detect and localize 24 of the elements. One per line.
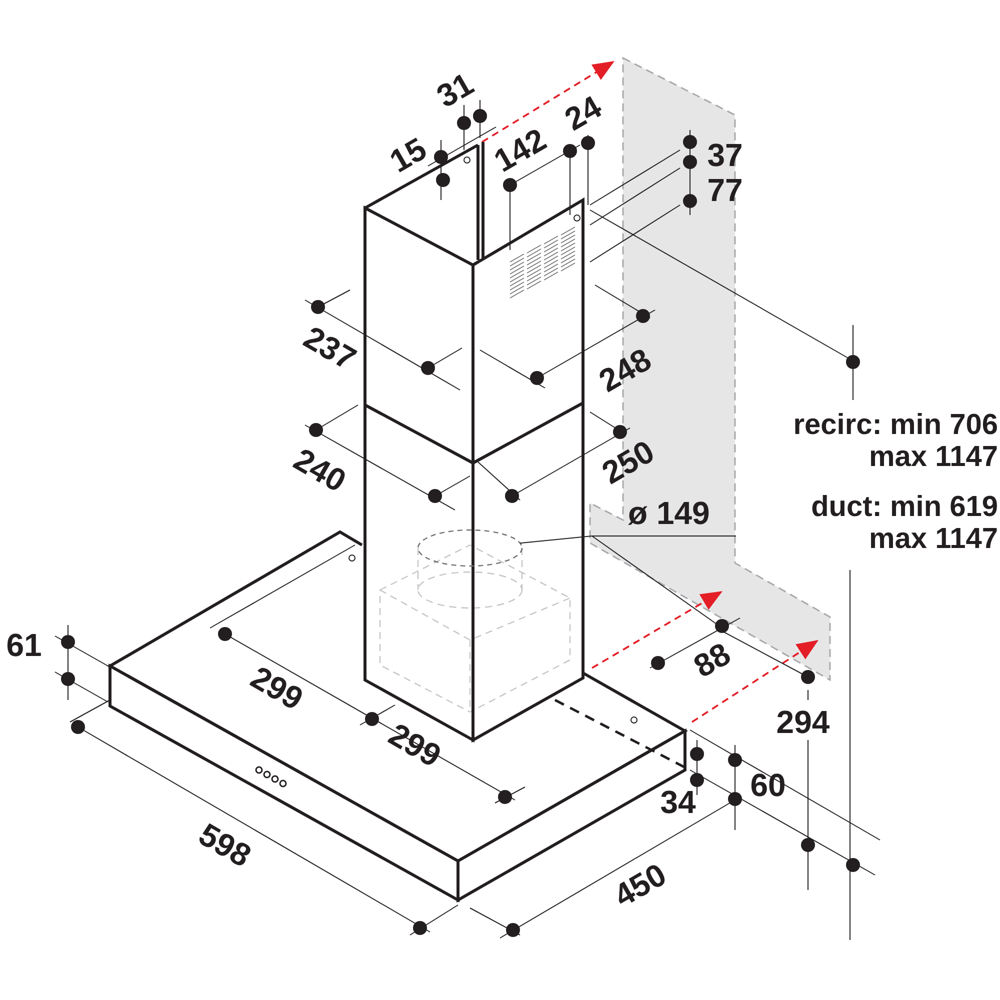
diameter-label: ø 149 [628, 497, 720, 529]
dimension-label: 31 [432, 67, 478, 113]
duct-outline-drawing [417, 529, 523, 567]
dimension-label: 34 [660, 786, 696, 818]
leader-line [520, 536, 736, 544]
dimension-label: 60 [750, 769, 786, 801]
dimension-label: 250 [596, 434, 660, 490]
dimension-label: 142 [488, 122, 552, 178]
dimension-label: 88 [688, 637, 736, 683]
dimension-label: 15 [384, 132, 432, 178]
height-note: duct: min 619 max 1147 [810, 492, 998, 556]
dimension-label: 299 [384, 718, 446, 772]
dimension-label: 598 [194, 818, 256, 872]
dimension-label: 240 [288, 442, 352, 498]
dimension-label: 61 [6, 629, 42, 661]
dimension-label: 248 [594, 342, 656, 398]
dimension-label: 299 [246, 660, 308, 716]
dimension-label: 77 [707, 174, 743, 206]
dimension-label: 237 [298, 320, 362, 376]
dimension-label: 450 [608, 858, 672, 912]
height-note: recirc: min 706 max 1147 [792, 410, 998, 474]
dimension-label: 24 [560, 90, 606, 136]
dimension-label: 294 [776, 706, 830, 738]
dimension-label: 37 [707, 139, 743, 171]
